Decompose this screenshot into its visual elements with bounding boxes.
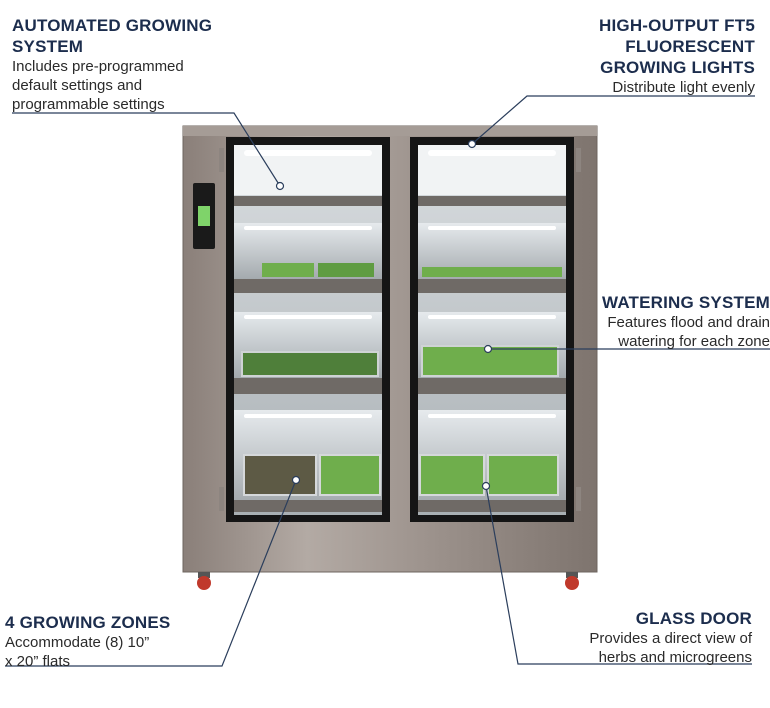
plant-trays [241, 263, 562, 496]
automated-desc-line3: programmable settings [12, 96, 165, 113]
control-panel [193, 183, 215, 249]
callout-growing-lights: HIGH-OUTPUT FT5 FLUORESCENT GROWING LIGH… [540, 15, 755, 97]
callout-growing-zones: 4 GROWING ZONES Accommodate (8) 10” x 20… [5, 612, 225, 671]
leader-lines [5, 95, 770, 667]
watering-desc-line2: watering for each zone [618, 333, 770, 350]
watering-title-line1: WATERING SYSTEM [602, 293, 770, 312]
callout-watering-system: WATERING SYSTEM Features flood and drain… [560, 292, 770, 351]
watering-desc-line1: Features flood and drain [607, 314, 770, 331]
lights-title-line3: GROWING LIGHTS [600, 58, 755, 77]
door-title-line1: GLASS DOOR [635, 609, 752, 628]
automated-desc-line1: Includes pre-programmed [12, 58, 184, 75]
door-desc-line2: herbs and microgreens [598, 649, 752, 666]
automated-desc-line2: default settings and [12, 77, 143, 94]
shelves [234, 196, 566, 512]
automated-title-line1: AUTOMATED GROWING [12, 16, 213, 35]
callout-glass-door: GLASS DOOR Provides a direct view of her… [540, 608, 752, 667]
lights-title-line2: FLUORESCENT [625, 37, 755, 56]
door-hinges [219, 148, 581, 511]
callout-automated-growing-system: AUTOMATED GROWING SYSTEM Includes pre-pr… [12, 15, 242, 114]
zones-desc-line2: x 20” flats [5, 653, 71, 670]
automated-title-line2: SYSTEM [12, 37, 84, 56]
lights-title-line1: HIGH-OUTPUT FT5 [599, 16, 755, 35]
leader-dots [275, 139, 493, 491]
caster-wheels [197, 572, 579, 590]
zones-desc-line1: Accommodate (8) 10” [5, 634, 150, 651]
light-fixtures [244, 150, 556, 418]
lights-desc-line1: Distribute light evenly [612, 79, 755, 96]
zones-title-line1: 4 GROWING ZONES [5, 613, 171, 632]
door-desc-line1: Provides a direct view of [589, 630, 752, 647]
